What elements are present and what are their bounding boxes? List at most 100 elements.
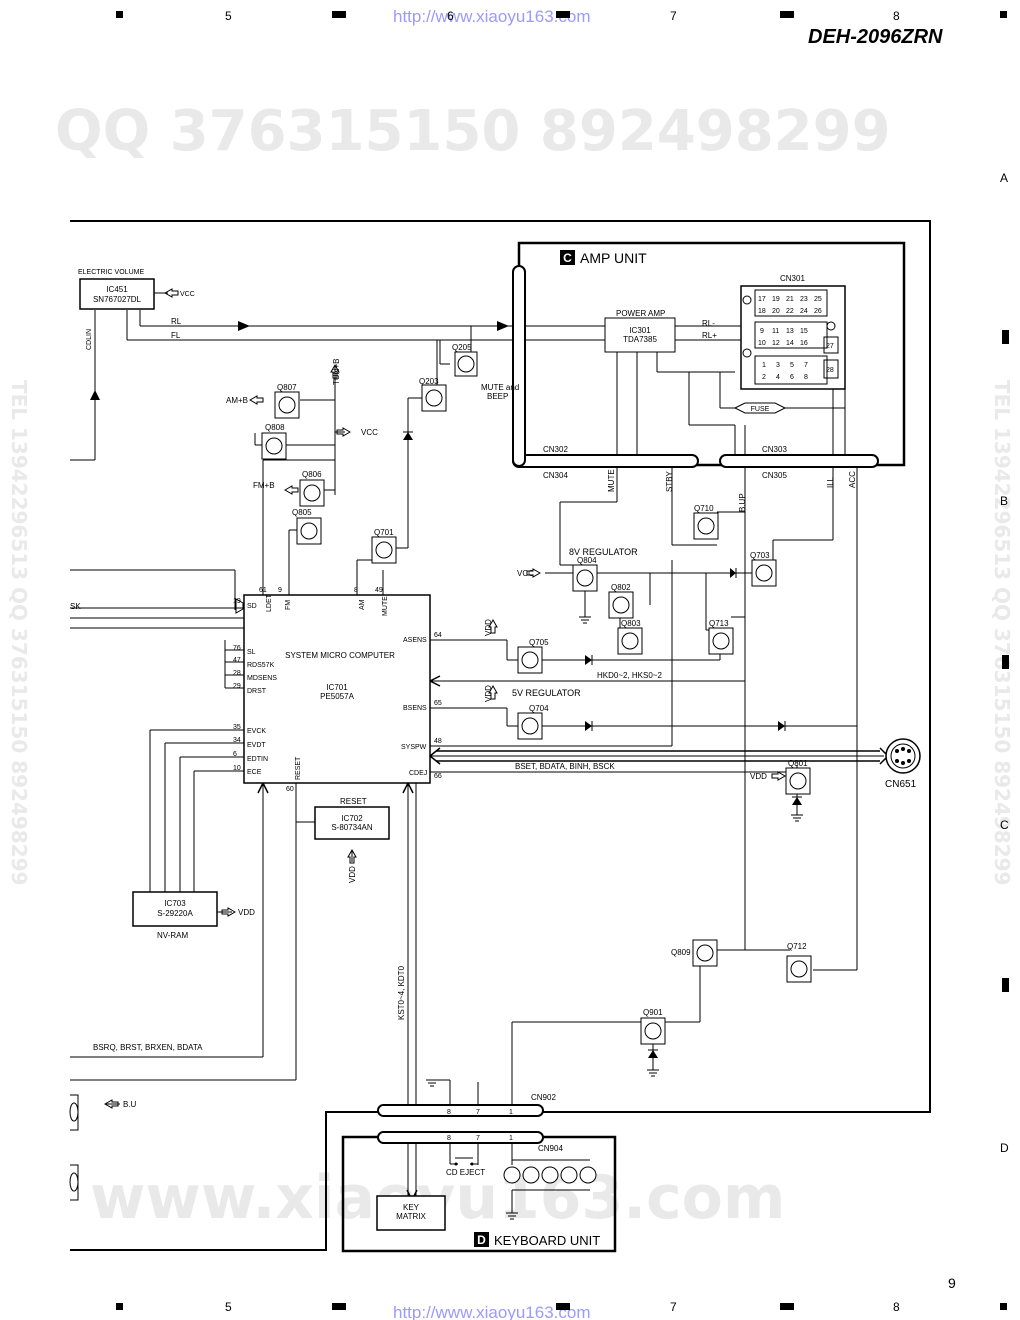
pin-18: 18 bbox=[758, 308, 766, 315]
vdd-label-1: VDD bbox=[484, 619, 493, 636]
q710-label: Q710 bbox=[694, 504, 714, 513]
vdd-label-3: VDD bbox=[750, 772, 767, 781]
electric-volume: ELECTRIC VOLUME IC451 SN767027DL VCC CDL… bbox=[78, 269, 195, 350]
pin-21: 21 bbox=[786, 296, 794, 303]
pin-num-19: 19 bbox=[233, 598, 241, 605]
cn902-label: CN902 bbox=[531, 1093, 556, 1102]
amp-unit-title: AMP UNIT bbox=[580, 250, 647, 266]
ic301-part: TDA7385 bbox=[623, 335, 657, 344]
pin-num-35: 35 bbox=[233, 724, 241, 731]
col-8: 8 bbox=[893, 9, 900, 23]
fl-label: FL bbox=[171, 331, 181, 340]
pin-mute: MUTE bbox=[382, 596, 389, 616]
amp-unit: C AMP UNIT POWER AMP IC301 TDA7385 RL- R… bbox=[512, 241, 906, 480]
pin-14: 14 bbox=[786, 340, 794, 347]
pin-num-9: 9 bbox=[278, 587, 282, 594]
q807-label: Q807 bbox=[277, 383, 297, 392]
vcc-label-2: VCC bbox=[517, 569, 534, 578]
pin-num-34: 34 bbox=[233, 737, 241, 744]
keyboard-unit-title: KEYBOARD UNIT bbox=[494, 1233, 600, 1248]
pin-16: 16 bbox=[800, 340, 808, 347]
mute-beep-label-2: BEEP bbox=[487, 392, 508, 401]
q808-label: Q808 bbox=[265, 423, 285, 432]
url-top[interactable]: http://www.xiaoyu163.com bbox=[393, 7, 590, 26]
pin-8: 8 bbox=[804, 374, 808, 381]
pin-num-61: 61 bbox=[259, 587, 267, 594]
ic451-part: SN767027DL bbox=[93, 295, 142, 304]
hollow-arrows bbox=[103, 288, 787, 1109]
cn651-label: CN651 bbox=[885, 779, 917, 790]
pin-cdej: CDEJ bbox=[409, 770, 427, 777]
left-edge-connectors bbox=[69, 1094, 79, 1201]
pin-evck: EVCK bbox=[247, 728, 266, 735]
ic701: IC701 bbox=[326, 683, 348, 692]
ic702-part: S-80734AN bbox=[331, 823, 373, 832]
pin-20: 20 bbox=[772, 308, 780, 315]
pin-num-28: 28 bbox=[233, 670, 241, 677]
transistor-symbols bbox=[261, 351, 812, 1045]
ill-label: ILL bbox=[826, 476, 835, 488]
q804-label: Q804 bbox=[577, 556, 597, 565]
q704-label: Q704 bbox=[529, 704, 549, 713]
acc-label: ACC bbox=[848, 471, 857, 488]
pin-22: 22 bbox=[786, 308, 794, 315]
pin-19: 19 bbox=[772, 296, 780, 303]
amp-unit-badge-letter: C bbox=[563, 251, 572, 265]
pin-3: 3 bbox=[776, 362, 780, 369]
mute-beep-label: MUTE and bbox=[481, 383, 519, 392]
fuse-label: FUSE bbox=[751, 406, 770, 413]
q703-label: Q703 bbox=[750, 551, 770, 560]
reset-label: RESET bbox=[340, 797, 367, 806]
keyboard-unit-badge: D bbox=[477, 1233, 486, 1247]
pin-num-66: 66 bbox=[434, 773, 442, 780]
cn651-connector: CN651 bbox=[885, 738, 921, 790]
q801-label: Q801 bbox=[788, 759, 808, 768]
pin-asens: ASENS bbox=[403, 637, 427, 644]
key-matrix-label: KEY bbox=[403, 1203, 420, 1212]
ic702: IC702 bbox=[341, 814, 363, 823]
pin-ece: ECE bbox=[247, 769, 262, 776]
cn902-connector: CN902 8 7 1 bbox=[377, 1093, 556, 1117]
col-7: 7 bbox=[670, 9, 677, 23]
q806-label: Q806 bbox=[302, 470, 322, 479]
pin-12: 12 bbox=[772, 340, 780, 347]
pin-1: 1 bbox=[762, 362, 766, 369]
pin-evdt: EVDT bbox=[247, 742, 266, 749]
nv-ram: IC703 S-29220A NV-RAM bbox=[132, 891, 218, 940]
pin-rds57k: RDS57K bbox=[247, 662, 275, 669]
column-markers-bottom: 5 7 8 bbox=[116, 1300, 1007, 1314]
pin-27: 27 bbox=[826, 343, 834, 350]
ic451-vcc: VCC bbox=[180, 291, 195, 298]
wires bbox=[70, 292, 884, 1213]
page-number: 9 bbox=[948, 1275, 956, 1291]
pin-6: 6 bbox=[790, 374, 794, 381]
bu-label: B.U bbox=[123, 1100, 137, 1109]
ic703: IC703 bbox=[164, 899, 186, 908]
ic451: IC451 bbox=[106, 285, 128, 294]
pin-bsens: BSENS bbox=[403, 705, 427, 712]
electric-volume-label: ELECTRIC VOLUME bbox=[78, 269, 144, 276]
pin-9: 9 bbox=[760, 328, 764, 335]
regulator-5v-label: 5V REGULATOR bbox=[512, 688, 581, 698]
mute-label: MUTE bbox=[607, 469, 616, 492]
q901-label: Q901 bbox=[643, 1008, 663, 1017]
amp-unit-badge bbox=[560, 250, 575, 265]
kst-label: KST0~4, KDT0 bbox=[397, 965, 406, 1020]
signal-labels: RL FL TUN+B AM+B FM+B VCC VCC MUTE STBY … bbox=[70, 317, 857, 1109]
pin-num-6: 6 bbox=[233, 751, 237, 758]
ground-symbols bbox=[426, 616, 803, 1220]
rl-plus-label: RL+ bbox=[702, 331, 717, 340]
watermark-side-left: TEL 13942296513 QQ 376315150 892498299 bbox=[7, 380, 31, 885]
url-bottom[interactable]: http://www.xiaoyu163.com bbox=[393, 1303, 590, 1320]
q809-label: Q809 bbox=[671, 948, 691, 957]
rl-minus-label: RL- bbox=[702, 319, 715, 328]
pin-num-64: 64 bbox=[434, 632, 442, 639]
vcc-label-1: VCC bbox=[361, 428, 378, 437]
pin-sl: SL bbox=[247, 649, 256, 656]
b-up-label: B.UP bbox=[738, 493, 747, 512]
pin-10: 10 bbox=[758, 340, 766, 347]
tun-b-label: TUN+B bbox=[332, 359, 341, 385]
pin-15: 15 bbox=[800, 328, 808, 335]
svg-text:7: 7 bbox=[476, 1135, 480, 1142]
col-5: 5 bbox=[225, 9, 232, 23]
